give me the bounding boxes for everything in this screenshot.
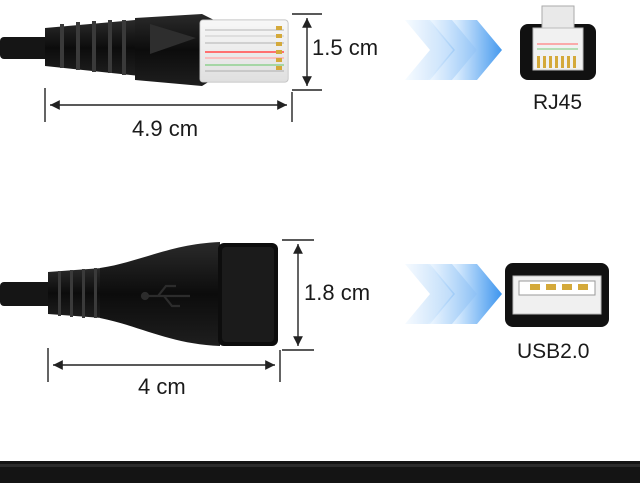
rj45-height-dimension xyxy=(292,13,322,91)
rj45-cable xyxy=(0,14,289,86)
rj45-height-label: 1.5 cm xyxy=(312,35,379,60)
usb-length-dimension xyxy=(47,348,281,382)
usb-height-label: 1.8 cm xyxy=(304,280,371,305)
usb-port-label: USB2.0 xyxy=(517,340,590,363)
usb-length-label: 4 cm xyxy=(138,374,186,399)
rj45-arrow-icon xyxy=(405,20,502,80)
usb-cable xyxy=(0,242,278,346)
usb-port-icon xyxy=(505,263,609,327)
usb-strain-relief xyxy=(48,268,102,318)
usb-height-dimension xyxy=(282,239,314,351)
usb-arrow-icon xyxy=(405,264,502,324)
usb-logo-icon xyxy=(140,284,190,308)
rj45-port-label: RJ45 xyxy=(533,91,583,114)
rj45-port-icon xyxy=(520,5,596,80)
rj45-length-dimension xyxy=(44,88,293,122)
rj45-length-label: 4.9 cm xyxy=(132,116,199,141)
